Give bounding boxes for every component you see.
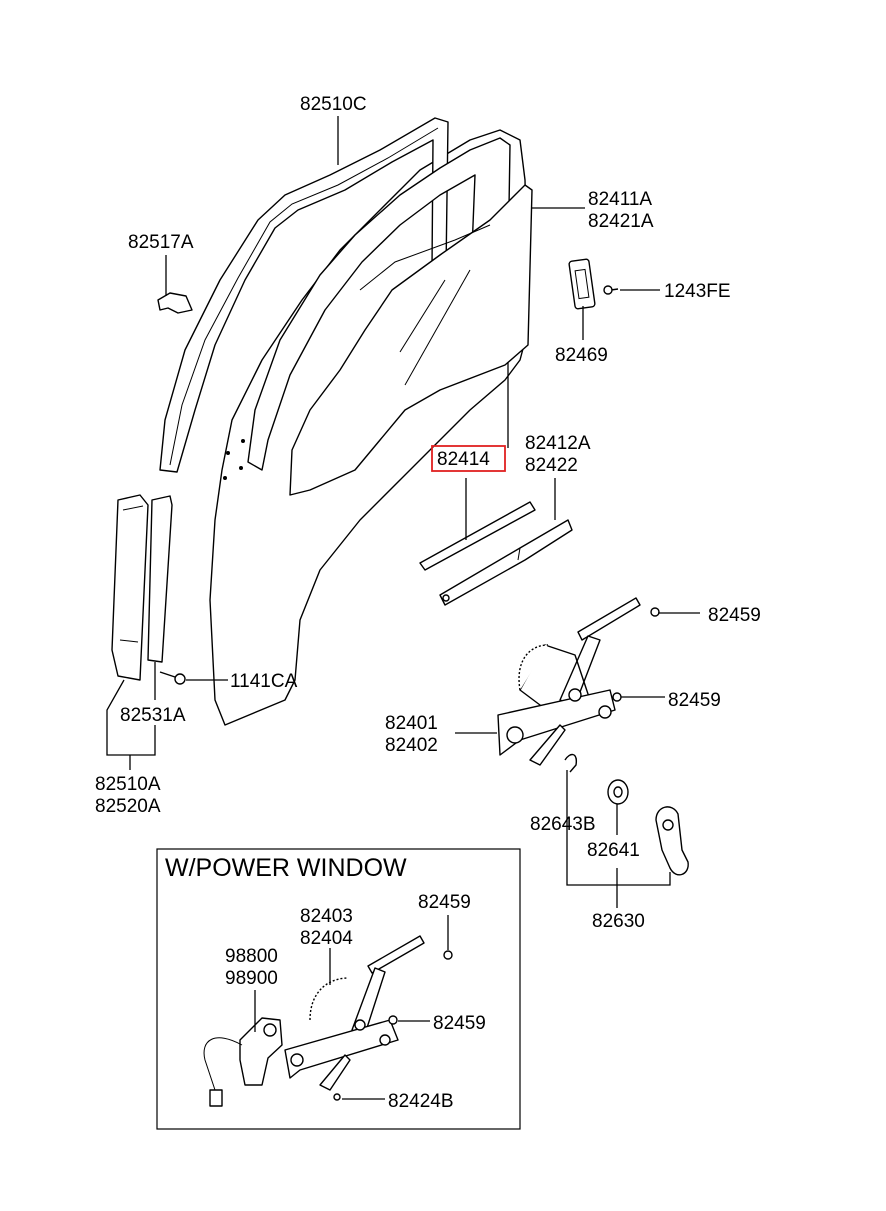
- label-82469: 82469: [555, 345, 608, 366]
- label-82459-inset-top: 82459: [418, 892, 471, 913]
- label-82402: 82402: [385, 735, 438, 756]
- label-98800: 98800: [225, 946, 278, 967]
- label-82459-lower: 82459: [668, 690, 721, 711]
- label-98900: 98900: [225, 968, 278, 989]
- label-82459-inset-mid: 82459: [433, 1013, 486, 1034]
- label-82411A: 82411A: [588, 189, 652, 210]
- label-82531A: 82531A: [120, 705, 186, 726]
- power-regulator: [284, 935, 453, 1101]
- label-82643B: 82643B: [530, 814, 596, 835]
- bracket-part: [568, 258, 619, 310]
- power-window-title: W/POWER WINDOW: [165, 854, 407, 882]
- label-82404: 82404: [300, 928, 353, 949]
- window-motor: [203, 1017, 283, 1107]
- label-82421A: 82421A: [588, 211, 654, 232]
- label-1141CA: 1141CA: [230, 671, 298, 692]
- power-window-inset: W/POWER WINDOW 82459: [156, 848, 521, 1130]
- manual-regulator: [497, 597, 660, 766]
- handle-parts: [564, 753, 689, 876]
- label-82510C: 82510C: [300, 94, 367, 115]
- clip-part: [157, 292, 193, 314]
- label-82422: 82422: [525, 455, 578, 476]
- glass-channels: [419, 501, 573, 606]
- label-82403: 82403: [300, 906, 353, 927]
- rear-channels: [111, 494, 186, 685]
- label-82517A: 82517A: [128, 232, 194, 253]
- leader-lines: [106, 116, 700, 908]
- label-82510A: 82510A: [95, 774, 161, 795]
- door-panel: [209, 129, 529, 726]
- window-glass: [289, 184, 533, 496]
- label-82424B: 82424B: [388, 1091, 454, 1112]
- label-82641: 82641: [587, 840, 640, 861]
- highlight-box: [431, 445, 506, 472]
- label-82459-upper: 82459: [708, 605, 761, 626]
- part-labels: 82510C 82411A 82421A 82517A 1243FE 82469…: [95, 94, 761, 932]
- label-82520A: 82520A: [95, 796, 161, 817]
- label-1243FE: 1243FE: [664, 281, 731, 302]
- label-82401: 82401: [385, 713, 438, 734]
- label-82412A: 82412A: [525, 433, 591, 454]
- label-82414: 82414: [437, 449, 490, 470]
- label-82630: 82630: [592, 911, 645, 932]
